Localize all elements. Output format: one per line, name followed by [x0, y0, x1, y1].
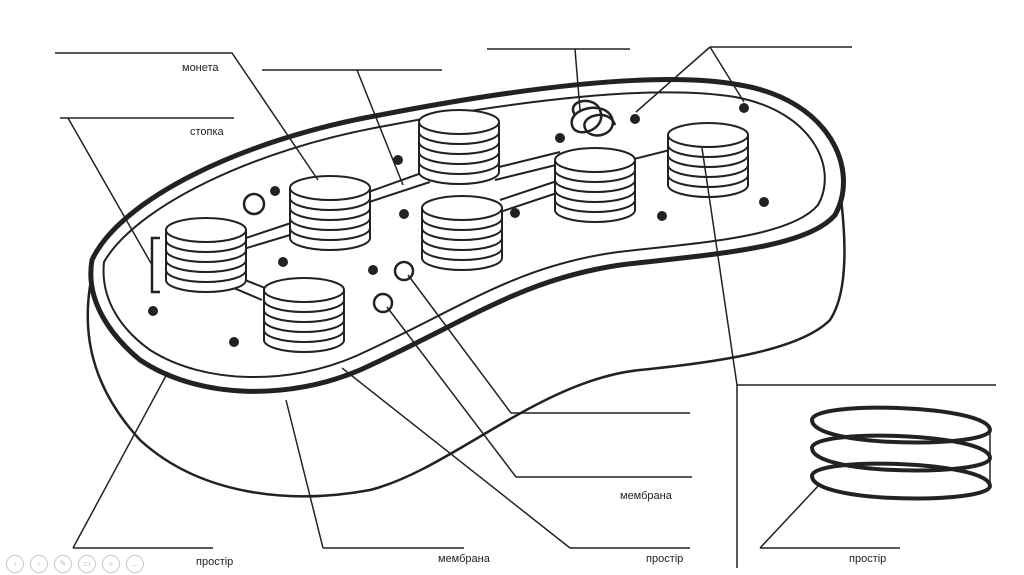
label-space-bottom-left: простір [196, 556, 234, 568]
granum-right [554, 147, 636, 223]
slides-icon[interactable]: ▭ [78, 555, 96, 573]
label-coin: монета [182, 62, 219, 74]
granum-left [165, 217, 247, 293]
granum-upper-left [289, 175, 371, 251]
lipid-droplets [242, 192, 415, 314]
thylakoid-inset [809, 405, 993, 501]
granum-lower-left [263, 277, 345, 353]
more-icon[interactable]: … [126, 555, 144, 573]
label-space-bottom-right: простір [849, 553, 887, 565]
label-space-bottom-mid: простір [646, 553, 684, 565]
granum-middle [421, 195, 503, 271]
zoom-icon[interactable]: ⌕ [102, 555, 120, 573]
pen-icon[interactable]: ✎ [54, 555, 72, 573]
label-stack: стопка [190, 126, 224, 138]
dna-icon [570, 99, 617, 137]
label-membrane-mid: мембрана [620, 490, 672, 502]
label-membrane-bottom: мембрана [438, 553, 490, 565]
prev-icon[interactable]: ‹ [6, 555, 24, 573]
next-icon[interactable]: › [30, 555, 48, 573]
granum-top [418, 109, 500, 185]
ribosome-dots [148, 103, 769, 347]
leader-lines [55, 46, 996, 568]
